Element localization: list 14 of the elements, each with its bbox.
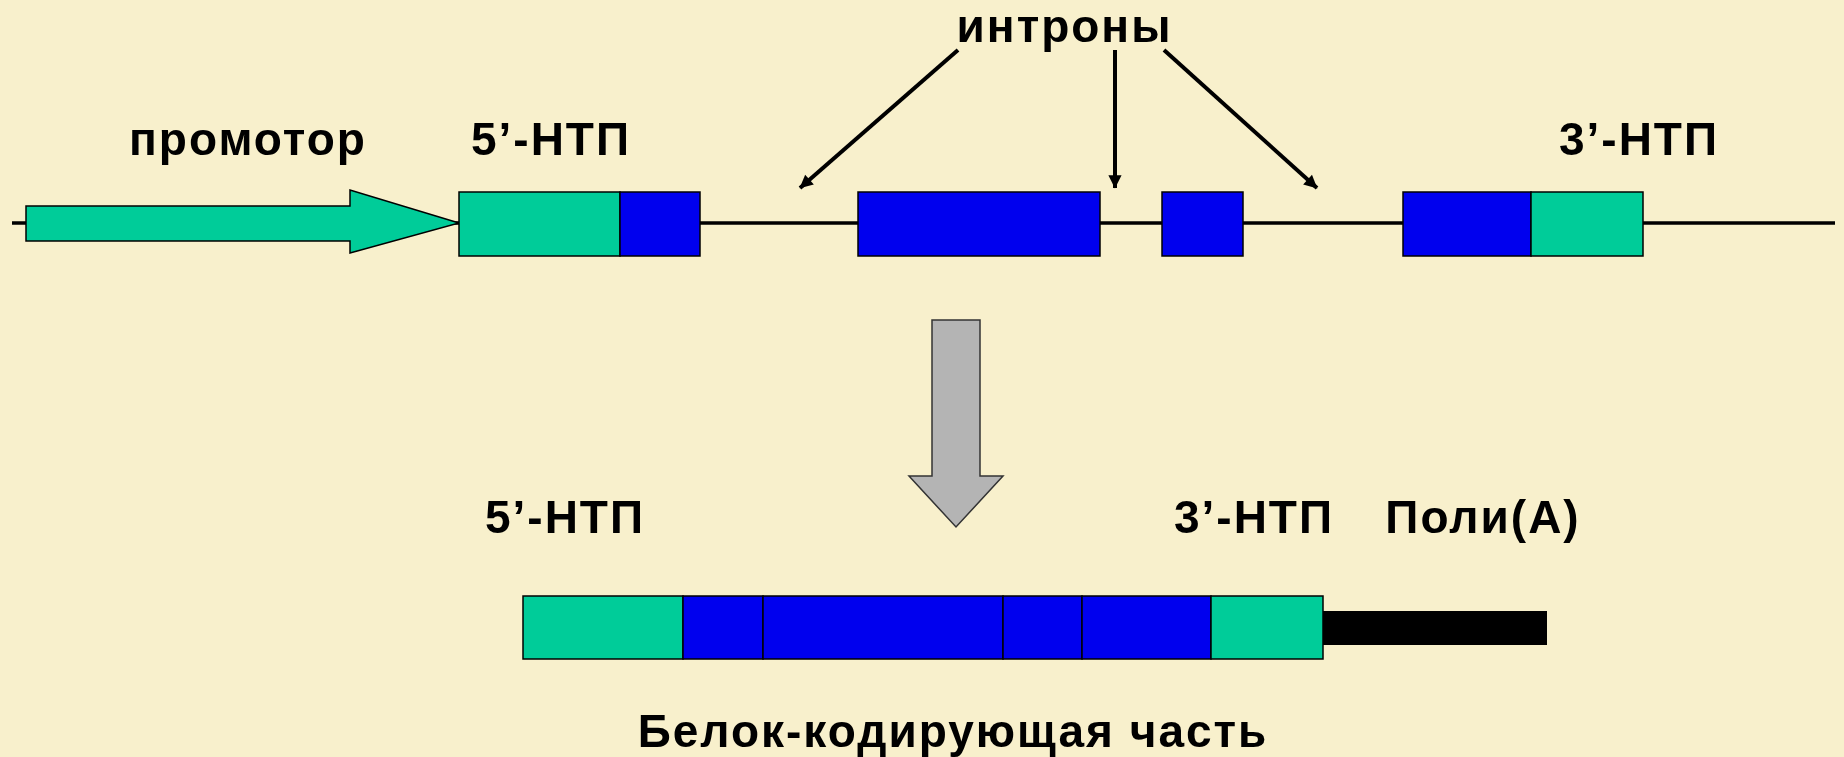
text-label: Поли(А) — [1385, 491, 1581, 543]
text-label: 5’-НТП — [484, 491, 646, 543]
arrow — [1108, 50, 1122, 189]
arrow — [798, 48, 960, 190]
callout-label: интроны — [953, 2, 1176, 50]
arrow — [1162, 48, 1319, 190]
mrna-drawing — [522, 595, 1547, 660]
text-label: 3’-НТП — [1173, 491, 1335, 543]
gene-drawing — [12, 189, 1835, 257]
text-label: 5’-НТП — [470, 113, 632, 165]
text-label: Белок-кодирующая часть — [637, 705, 1269, 757]
text-label: 3’-НТП — [1558, 113, 1720, 165]
block-arrow — [907, 319, 1005, 529]
text-label: промотор — [129, 113, 367, 165]
